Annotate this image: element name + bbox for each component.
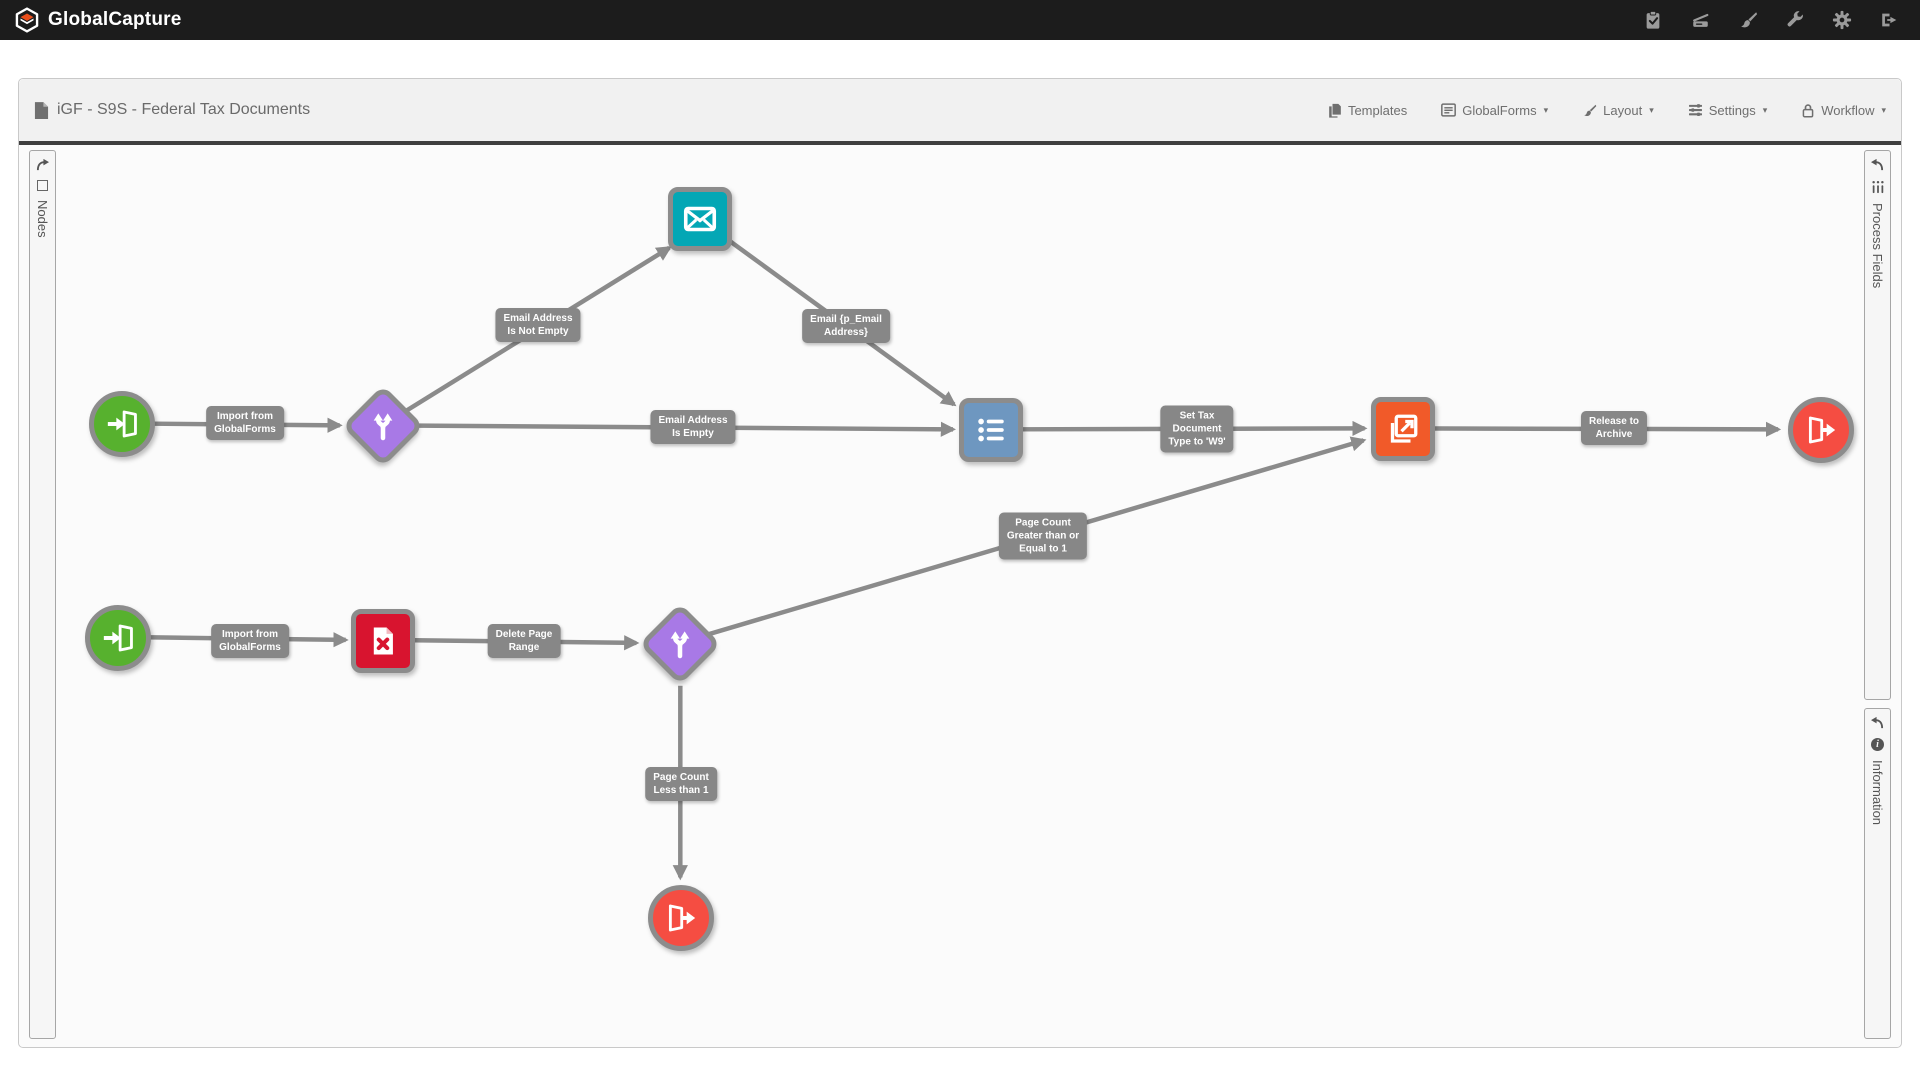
edge-label[interactable]: Email Address Is Empty bbox=[650, 410, 736, 444]
node-delete-page[interactable] bbox=[351, 609, 415, 673]
edge-label[interactable]: Email {p_Email Address} bbox=[802, 309, 890, 343]
wrench-icon[interactable] bbox=[1785, 10, 1805, 30]
app-title: GlobalCapture bbox=[48, 9, 182, 30]
export-arrow-icon bbox=[1390, 414, 1418, 443]
file-icon bbox=[34, 101, 49, 119]
workflow-designer-card: iGF - S9S - Federal Tax Documents Templa… bbox=[18, 78, 1902, 1048]
expand-panel-arrow-icon[interactable] bbox=[35, 158, 50, 171]
menu-templates[interactable]: Templates bbox=[1328, 103, 1407, 118]
paintbrush-icon[interactable] bbox=[1738, 10, 1758, 30]
import-door-icon bbox=[103, 624, 133, 652]
document-title-text: iGF - S9S - Federal Tax Documents bbox=[57, 101, 311, 118]
node-import-from-globalforms[interactable] bbox=[89, 391, 155, 457]
settings-bars-icon bbox=[1688, 103, 1702, 116]
branch-icon bbox=[373, 413, 393, 441]
node-import-from-globalforms[interactable] bbox=[85, 605, 151, 671]
process-fields-panel-label: Process Fields bbox=[1870, 203, 1885, 289]
edge-label[interactable]: Page Count Less than 1 bbox=[645, 767, 717, 801]
edge-label[interactable]: Page Count Greater than or Equal to 1 bbox=[998, 512, 1088, 560]
import-door-icon bbox=[107, 410, 137, 438]
edge-label[interactable]: Release to Archive bbox=[1580, 411, 1648, 445]
chevron-down-icon: ▾ bbox=[1762, 104, 1768, 115]
exit-door-icon bbox=[668, 904, 696, 932]
envelope-icon bbox=[683, 206, 717, 232]
node-send-email[interactable] bbox=[668, 187, 732, 251]
menu-templates-label: Templates bbox=[1347, 102, 1408, 118]
edge-label[interactable]: Email Address Is Not Empty bbox=[495, 308, 581, 342]
fields-list-icon bbox=[1871, 180, 1884, 194]
node-release-export[interactable] bbox=[1371, 397, 1435, 461]
templates-icon bbox=[1329, 103, 1341, 118]
edge-label[interactable]: Delete Page Range bbox=[487, 624, 561, 658]
edge-label[interactable]: Import from GlobalForms bbox=[206, 406, 284, 440]
expand-panel-arrow-icon[interactable] bbox=[1870, 158, 1885, 171]
node-square-icon bbox=[37, 180, 48, 191]
menu-settings-label: Settings bbox=[1708, 102, 1756, 118]
clipboard-check-icon[interactable] bbox=[1643, 10, 1663, 30]
layout-paintbrush-icon bbox=[1584, 104, 1597, 116]
edge-label[interactable]: Import from GlobalForms bbox=[211, 624, 289, 658]
nodes-panel-label: Nodes bbox=[35, 200, 50, 238]
menu-globalforms[interactable]: GlobalForms ▾ bbox=[1441, 103, 1548, 118]
node-set-process-fields[interactable] bbox=[959, 398, 1023, 462]
chevron-down-icon: ▾ bbox=[1881, 104, 1886, 115]
edge-label[interactable]: Set Tax Document Type to 'W9' bbox=[1160, 405, 1234, 453]
exit-door-icon bbox=[1808, 416, 1836, 444]
workflow-edges bbox=[117, 217, 1782, 881]
gear-icon[interactable] bbox=[1832, 10, 1852, 30]
branch-icon bbox=[670, 631, 690, 659]
menu-workflow[interactable]: Workflow ▾ bbox=[1801, 103, 1886, 118]
workflow-diagram: Import from GlobalForms Email Address Is… bbox=[57, 153, 1863, 1047]
node-branch-email[interactable] bbox=[341, 384, 425, 468]
menu-workflow-label: Workflow bbox=[1821, 102, 1875, 118]
top-navbar: GlobalCapture bbox=[0, 0, 1920, 40]
chevron-down-icon: ▾ bbox=[1543, 104, 1549, 115]
designer-header: iGF - S9S - Federal Tax Documents Templa… bbox=[19, 79, 1901, 141]
scanner-icon[interactable] bbox=[1690, 10, 1711, 30]
globalforms-icon bbox=[1441, 103, 1457, 117]
chevron-down-icon: ▾ bbox=[1649, 104, 1654, 115]
node-end-page-count[interactable] bbox=[648, 885, 714, 951]
brand[interactable]: GlobalCapture bbox=[14, 7, 182, 33]
menu-settings[interactable]: Settings ▾ bbox=[1688, 102, 1768, 118]
list-icon bbox=[978, 418, 1004, 442]
information-panel-label: Information bbox=[1870, 760, 1885, 826]
node-end-release[interactable] bbox=[1788, 397, 1854, 463]
sign-out-icon[interactable] bbox=[1879, 10, 1900, 30]
menu-layout-label: Layout bbox=[1603, 102, 1643, 118]
information-panel-collapsed[interactable]: i Information bbox=[1864, 708, 1891, 1039]
process-fields-panel-collapsed[interactable]: Process Fields bbox=[1864, 150, 1891, 700]
unlock-icon bbox=[1802, 103, 1814, 117]
nodes-panel-collapsed[interactable]: Nodes bbox=[29, 150, 56, 1039]
document-x-icon bbox=[373, 627, 393, 655]
expand-panel-arrow-icon[interactable] bbox=[1870, 716, 1885, 729]
menu-globalforms-label: GlobalForms bbox=[1462, 102, 1537, 118]
node-branch-page-count[interactable] bbox=[638, 602, 722, 686]
document-title: iGF - S9S - Federal Tax Documents bbox=[34, 101, 310, 120]
info-icon: i bbox=[1871, 738, 1884, 751]
header-menus: Templates GlobalForms ▾ Layout ▾ bbox=[1328, 103, 1886, 118]
menu-layout[interactable]: Layout ▾ bbox=[1582, 103, 1654, 118]
globalcapture-logo-icon bbox=[15, 7, 39, 33]
workflow-canvas[interactable]: Nodes Process Fields i Information bbox=[19, 141, 1901, 1047]
